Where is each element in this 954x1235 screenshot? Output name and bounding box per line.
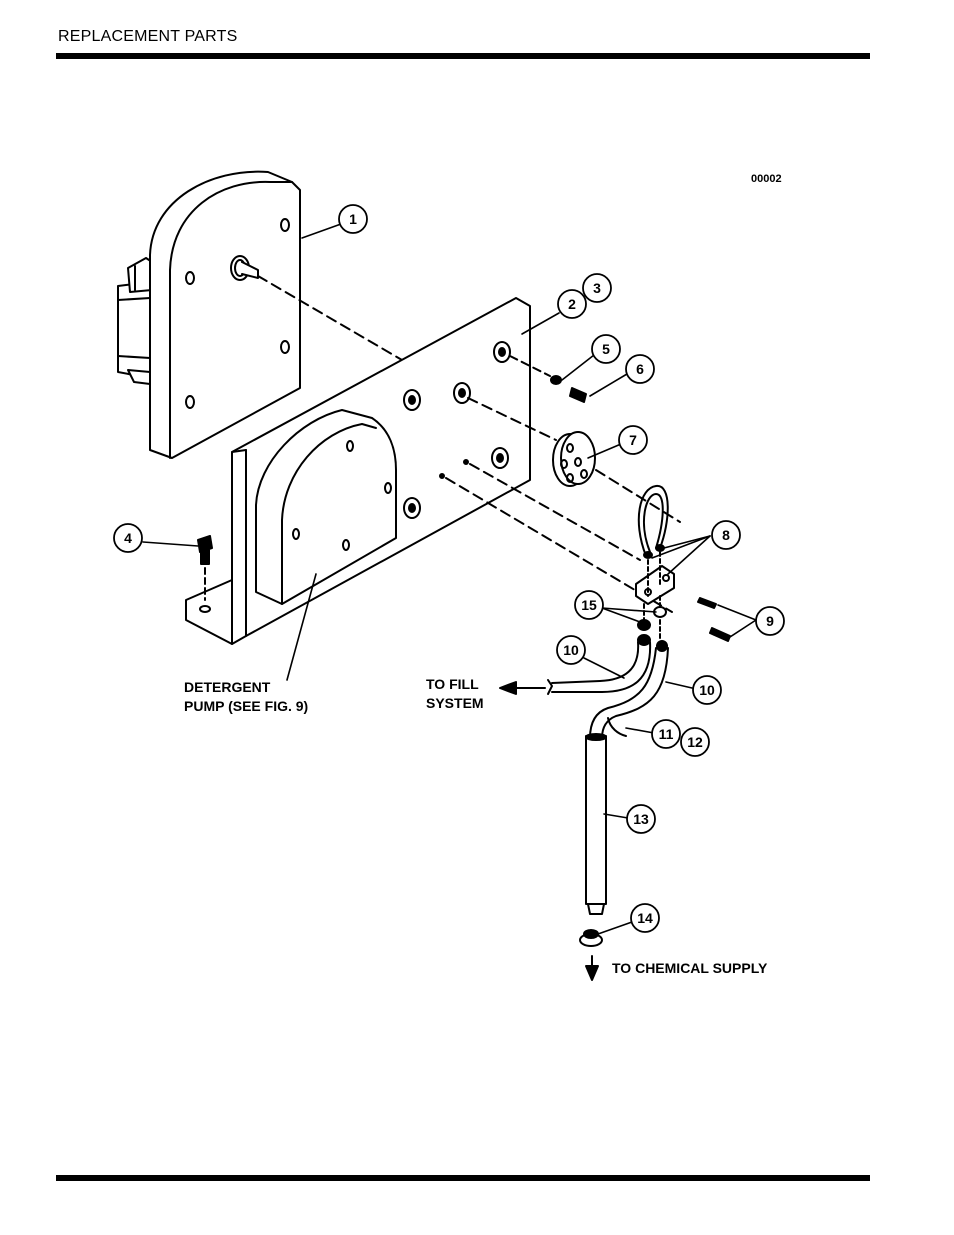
detergent-pump-label-line1: DETERGENT — [184, 679, 271, 695]
clamp-part-11-12 — [607, 717, 627, 737]
chemical-supply-label: TO CHEMICAL SUPPLY — [612, 960, 768, 976]
tubing-part-10 — [547, 634, 669, 739]
fill-system-label-line2: SYSTEM — [426, 695, 484, 711]
callout-6: 6 — [636, 361, 644, 377]
detergent-pump — [255, 409, 397, 605]
pickup-tube-part-13 — [585, 733, 607, 915]
tube-loop-part-8 — [635, 485, 675, 605]
callout-13: 13 — [633, 811, 649, 827]
motor-assembly — [117, 170, 301, 459]
screws-part-9 — [697, 597, 731, 642]
header-rule — [56, 53, 870, 59]
washer-screw-5-6 — [509, 355, 587, 403]
detergent-pump-label-line2: PUMP (SEE FIG. 9) — [184, 698, 308, 714]
callout-9: 9 — [766, 613, 774, 629]
callout-3: 3 — [593, 280, 601, 296]
callout-7: 7 — [629, 432, 637, 448]
fitting-part-7 — [552, 431, 596, 487]
ferrules-part-15 — [637, 595, 667, 641]
callout-5: 5 — [602, 341, 610, 357]
footer-rule — [56, 1175, 870, 1181]
callout-2: 2 — [568, 296, 576, 312]
callout-4: 4 — [124, 530, 132, 546]
callout-10b: 10 — [699, 682, 715, 698]
screw-part-4 — [197, 535, 213, 601]
figure-id: 00002 — [751, 173, 782, 185]
fill-system-label-line1: TO FILL — [426, 676, 479, 692]
page-header-title: REPLACEMENT PARTS — [58, 28, 238, 45]
callout-8: 8 — [722, 527, 730, 543]
callout-10a: 10 — [563, 642, 579, 658]
callout-12: 12 — [687, 734, 703, 750]
callout-14: 14 — [637, 910, 653, 926]
callout-11: 11 — [659, 726, 674, 742]
arrow-to-chemical-supply — [585, 955, 599, 981]
callout-15: 15 — [581, 597, 597, 613]
callout-1: 1 — [349, 211, 357, 227]
strainer-part-14 — [579, 929, 603, 947]
arrow-to-fill-system — [499, 681, 546, 695]
